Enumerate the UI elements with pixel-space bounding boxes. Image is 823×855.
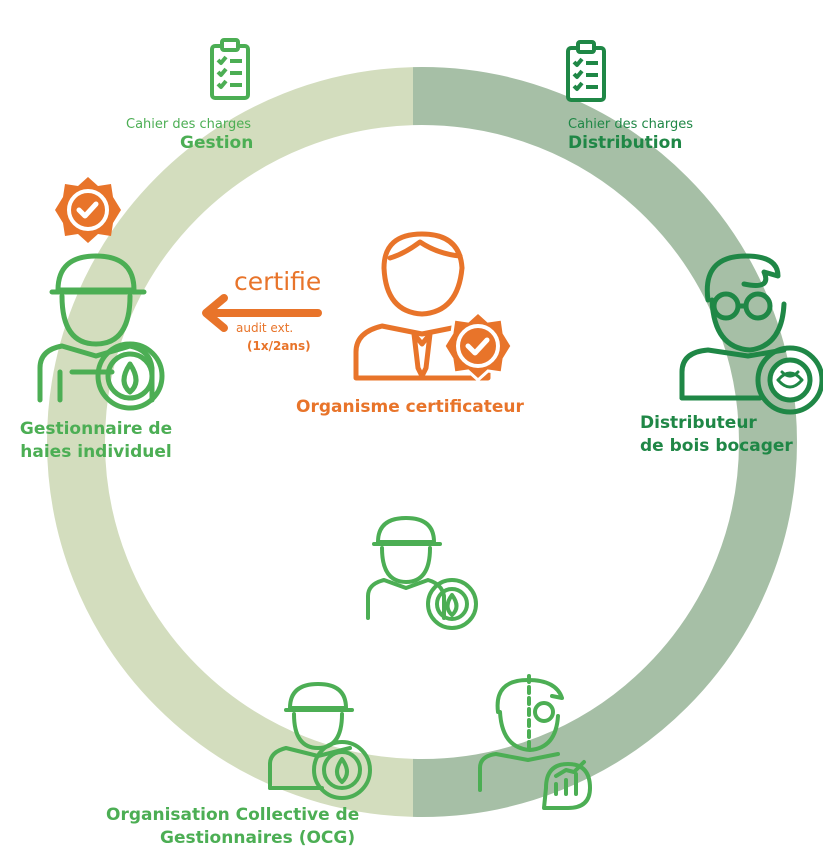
right-spec-title: Distribution <box>568 133 683 153</box>
arrow-frequency-label: (1x/2ans) <box>247 339 311 353</box>
wood-distributor-icon <box>679 253 823 415</box>
left-spec-line1: Cahier des charges <box>126 117 252 132</box>
arrow-sub-label: audit ext. <box>236 321 294 335</box>
center-label: Organisme certificateur <box>296 397 524 417</box>
ring-left-half <box>47 67 413 817</box>
right-actor-line1: Distributeur <box>640 413 757 433</box>
left-actor-line1: Gestionnaire de <box>19 419 173 439</box>
clipboard-checklist-icon <box>210 38 250 100</box>
certifie-arrow <box>202 294 322 332</box>
certified-badge-icon <box>55 177 121 243</box>
clipboard-checklist-icon <box>566 40 606 102</box>
certifier-badge-icon <box>442 309 514 383</box>
left-actor-line2: haies individuel <box>20 442 172 462</box>
right-spec-line1: Cahier des charges <box>568 117 694 132</box>
arrow-main-label: certifie <box>234 267 322 296</box>
ocg-manager-icon <box>268 682 372 800</box>
certifier-person-icon <box>353 231 491 381</box>
hedge-manager-icon <box>366 516 478 630</box>
right-actor-line2: de bois bocager <box>640 436 793 456</box>
bottom-label-line2: Gestionnaires (OCG) <box>160 828 356 848</box>
hedge-manager-icon <box>37 253 165 411</box>
ring-right-half <box>413 67 797 817</box>
left-spec-title: Gestion <box>180 133 254 153</box>
hybrid-actor-icon <box>478 674 592 810</box>
bottom-label-line1: Organisation Collective de <box>106 805 360 825</box>
